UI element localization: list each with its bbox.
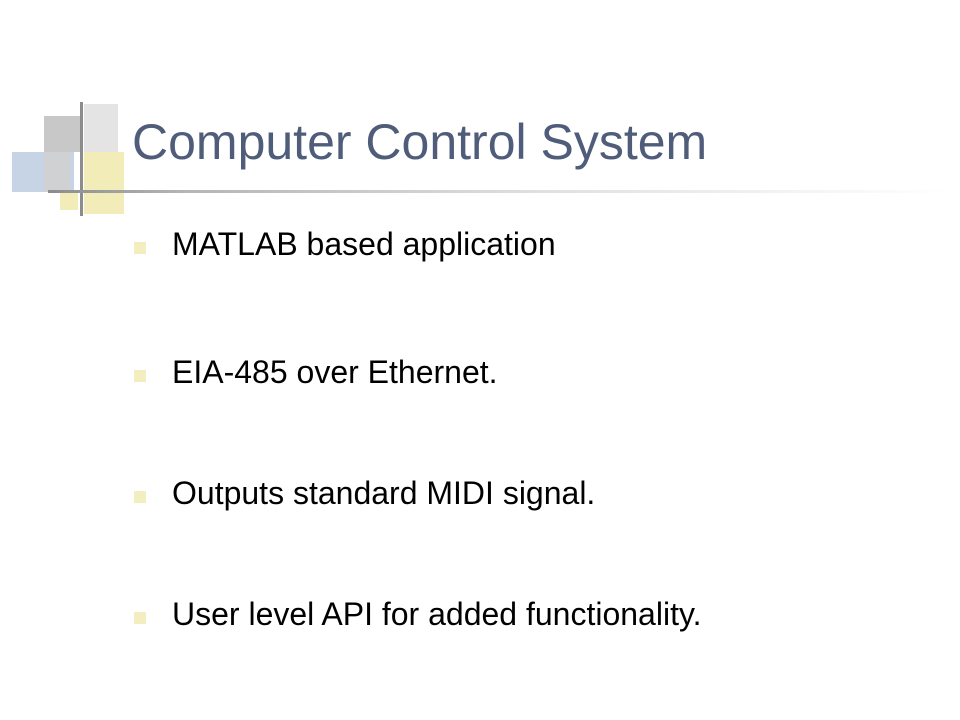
slide-title: Computer Control System — [132, 114, 708, 170]
bullet-item: EIA-485 over Ethernet. — [134, 347, 498, 397]
decorative-square-gray-middle — [44, 152, 70, 192]
bullet-text: Outputs standard MIDI signal. — [172, 475, 596, 511]
bullet-square-icon — [134, 612, 146, 624]
bullet-item: Outputs standard MIDI signal. — [134, 468, 595, 518]
decorative-vertical-line — [80, 102, 83, 216]
bullet-text: User level API for added functionality. — [172, 596, 702, 632]
decorative-square-yellow-small — [60, 192, 78, 210]
decorative-square-yellow — [84, 152, 124, 214]
bullet-text: EIA-485 over Ethernet. — [172, 354, 498, 390]
bullet-item: MATLAB based application — [134, 219, 556, 269]
decorative-square-gray — [44, 116, 80, 152]
bullet-text: MATLAB based application — [172, 226, 556, 262]
bullet-square-icon — [134, 370, 146, 382]
bullet-square-icon — [134, 242, 146, 254]
bullet-square-icon — [134, 491, 146, 503]
bullet-item: User level API for added functionality. — [134, 589, 701, 639]
decorative-square-light-gray — [84, 104, 118, 152]
title-underline — [48, 190, 948, 193]
